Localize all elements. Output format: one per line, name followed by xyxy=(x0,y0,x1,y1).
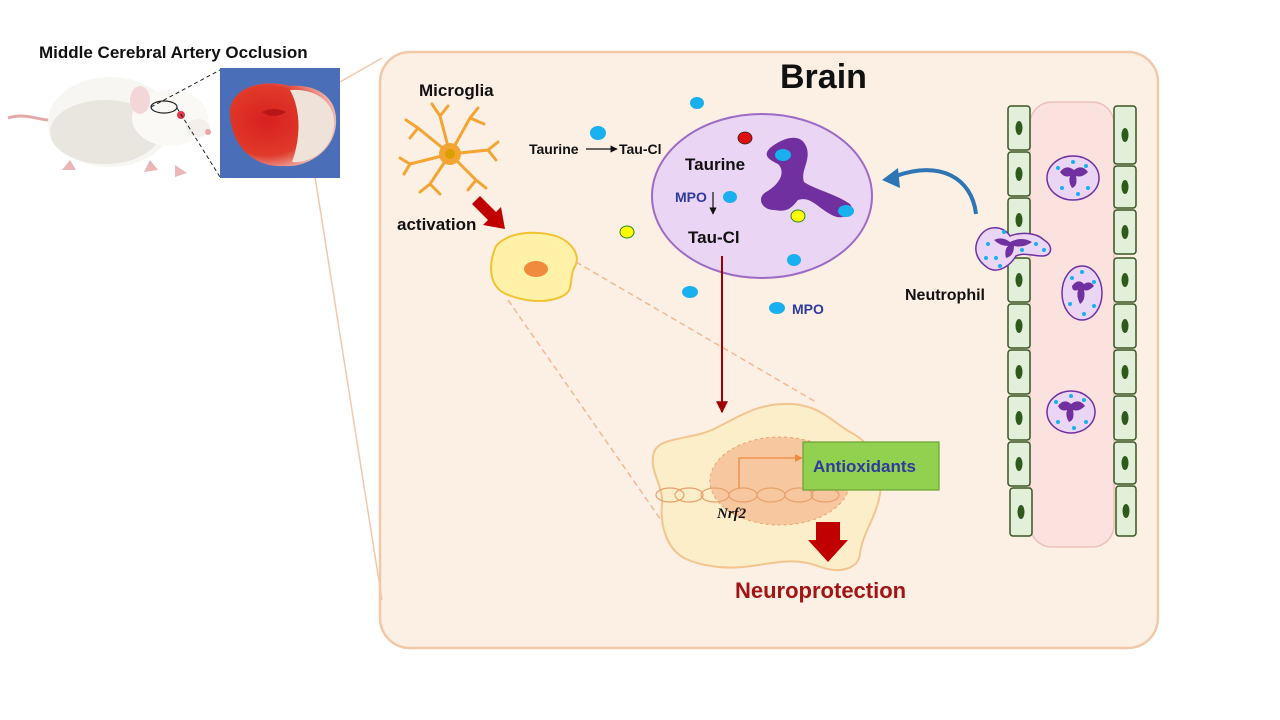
reaction-substrate-label: Taurine xyxy=(529,141,579,157)
mcao-title: Middle Cerebral Artery Occlusion xyxy=(39,43,308,62)
endothelial-left xyxy=(1007,105,1033,537)
vessel-neutrophils xyxy=(1046,155,1103,434)
taucl-label: Tau-Cl xyxy=(688,228,740,247)
antioxidants-box xyxy=(802,441,940,491)
neutrophil-label: Neutrophil xyxy=(905,287,985,304)
brain-slice-photo xyxy=(220,68,340,178)
mpo-enzyme-label: MPO xyxy=(675,189,707,205)
microglia-icon xyxy=(398,102,500,196)
activated-microglia xyxy=(490,231,578,302)
brain-panel xyxy=(378,50,1160,650)
neutrophil-icon xyxy=(975,227,1052,271)
migration-arrowhead xyxy=(882,168,900,188)
zoom-dash-1 xyxy=(575,261,817,403)
activation-arrow xyxy=(472,196,505,229)
yellow-dot xyxy=(619,225,635,239)
reaction-product-label: Tau-Cl xyxy=(619,141,662,157)
migration-arrow xyxy=(895,168,978,215)
mpo-dots xyxy=(590,97,785,314)
neuron-cell xyxy=(651,402,940,571)
activation-label: activation xyxy=(397,215,477,234)
neuroprotection-label: Neuroprotection xyxy=(735,578,907,603)
mpo-free-label: MPO xyxy=(792,301,824,317)
brain-title: Brain xyxy=(780,58,867,96)
endothelial-left-nuclei xyxy=(1015,121,1025,519)
taurine-label: Taurine xyxy=(685,155,746,174)
rat-illustration xyxy=(7,69,221,178)
zoom-dash-2 xyxy=(507,299,687,557)
neuroprotection-arrow xyxy=(808,522,848,562)
neutrophil-granule xyxy=(651,113,873,279)
nrf2-label: Nrf2 xyxy=(717,506,747,522)
antioxidants-label: Antioxidants xyxy=(813,457,916,476)
zoom-line-top xyxy=(339,57,383,83)
microglia-label: Microglia xyxy=(419,81,494,100)
zoom-line-bottom xyxy=(309,144,383,601)
endothelial-right-nuclei xyxy=(1121,128,1130,518)
